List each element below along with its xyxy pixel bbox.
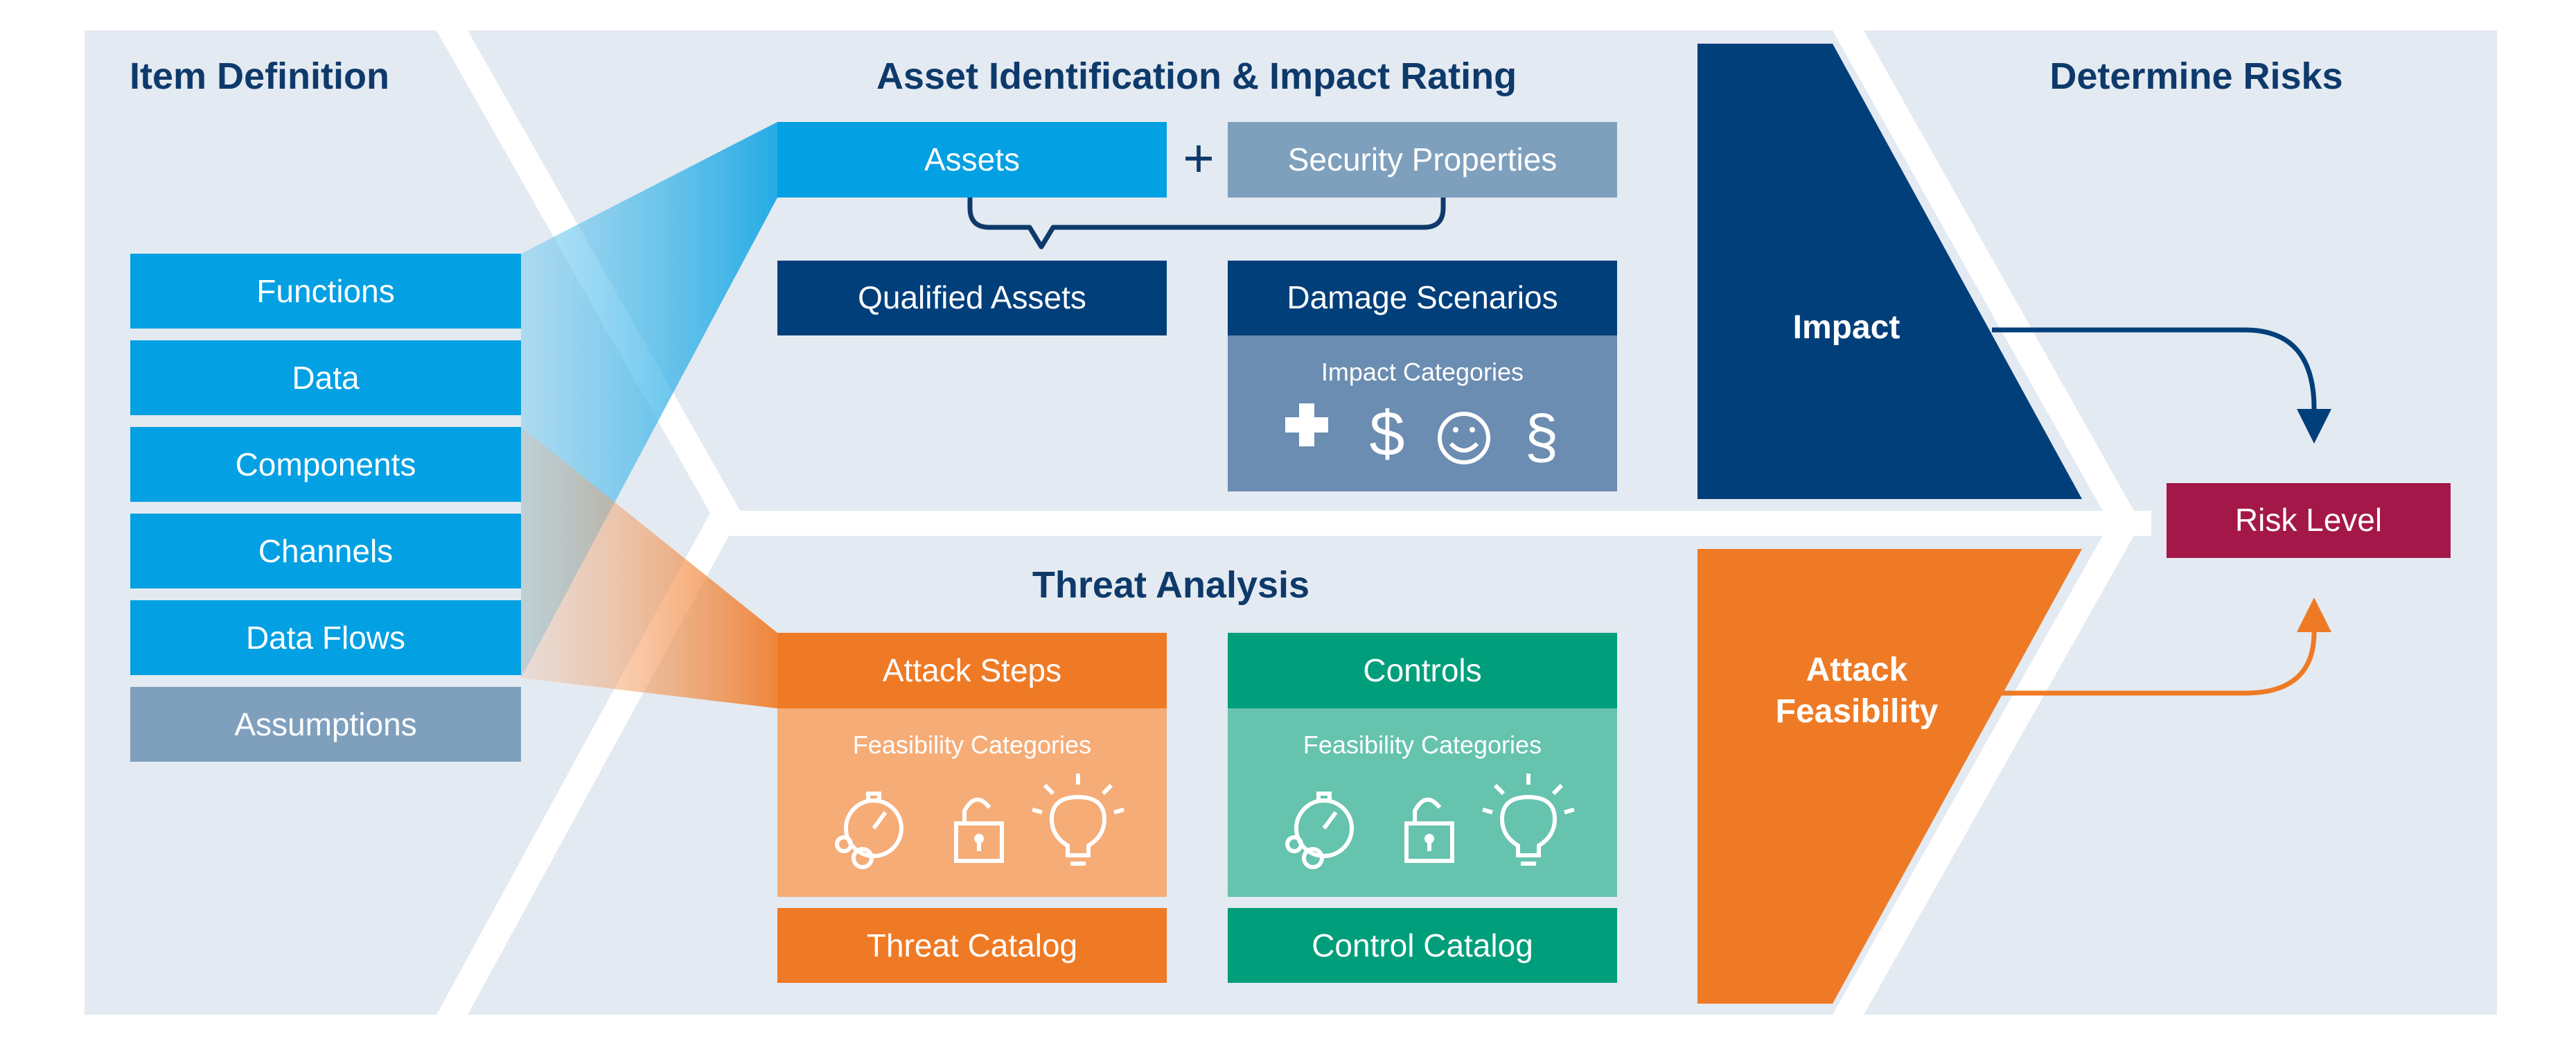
- impact-arrow-head: [2297, 409, 2331, 444]
- lightbulb-icon: [1032, 774, 1124, 866]
- divider-band-lower-right: [1833, 523, 2141, 1015]
- impact-categories-label: Impact Categories: [1321, 358, 1524, 386]
- attack-feasibility-label-line2: Feasibility: [1776, 693, 1939, 730]
- section-title-determine-risks: Determine Risks: [2049, 55, 2343, 97]
- threat-catalog-label: Threat Catalog: [867, 927, 1077, 963]
- qualified-assets-box[interactable]: [777, 261, 1167, 335]
- padlock-icon: [954, 797, 1004, 863]
- controls-box[interactable]: [1228, 633, 1617, 708]
- risk-level-box[interactable]: [2167, 483, 2451, 558]
- stopwatch-gears-icon: [835, 792, 903, 869]
- impact-label: Impact: [1793, 309, 1900, 346]
- attack-feasibility-label-line1: Attack: [1806, 652, 1908, 688]
- connector-fan-to-attack-steps: [521, 427, 777, 708]
- padlock-icon: [1404, 797, 1454, 863]
- speech-brace-connector: [967, 198, 1446, 250]
- controls-feasibility-categories-label: Feasibility Categories: [1303, 731, 1542, 759]
- assets-label: Assets: [924, 141, 1020, 177]
- control-catalog-label: Control Catalog: [1312, 927, 1533, 963]
- control-catalog-box[interactable]: [1228, 908, 1617, 983]
- stopwatch-gears-icon: [1285, 792, 1354, 869]
- attack-steps-box[interactable]: [777, 633, 1167, 708]
- item-box-components[interactable]: [130, 427, 521, 502]
- section-title-item-definition: Item Definition: [130, 55, 389, 97]
- assets-box[interactable]: [777, 122, 1167, 198]
- risk-level-label: Risk Level: [2235, 502, 2382, 538]
- qualified-assets-label: Qualified Assets: [858, 279, 1086, 315]
- item-label-functions: Functions: [256, 273, 394, 309]
- threat-catalog-box[interactable]: [777, 908, 1167, 983]
- attack-feasibility-categories-label: Feasibility Categories: [853, 731, 1091, 759]
- divider-band-upper-right: [1833, 30, 2141, 523]
- impact-categories-panel: [1228, 335, 1617, 491]
- damage-scenarios-box[interactable]: [1228, 261, 1617, 335]
- item-box-assumptions[interactable]: [130, 687, 521, 762]
- plus-sign: +: [1183, 128, 1215, 189]
- section-sign-icon: §: [1525, 402, 1559, 471]
- impact-trapezoid: [1697, 44, 2082, 499]
- dollar-icon: $: [1369, 399, 1404, 469]
- section-title-asset-identification: Asset Identification & Impact Rating: [876, 55, 1517, 97]
- item-label-data-flows: Data Flows: [246, 620, 405, 656]
- item-box-data[interactable]: [130, 340, 521, 415]
- feasibility-arrow-head: [2297, 597, 2331, 632]
- impact-arrow-line: [1992, 327, 2317, 410]
- damage-scenarios-label: Damage Scenarios: [1287, 279, 1558, 315]
- attack-feasibility-trapezoid: [1697, 549, 2082, 1004]
- item-label-assumptions: Assumptions: [234, 706, 416, 742]
- feasibility-arrow-line: [1997, 631, 2317, 696]
- security-properties-box[interactable]: [1228, 122, 1617, 198]
- lightbulb-icon: [1482, 774, 1575, 866]
- attack-steps-label: Attack Steps: [883, 652, 1061, 688]
- item-label-components: Components: [236, 446, 416, 482]
- item-label-channels: Channels: [258, 533, 393, 569]
- controls-label: Controls: [1363, 652, 1481, 688]
- item-label-data: Data: [292, 360, 360, 396]
- item-box-functions[interactable]: [130, 254, 521, 329]
- item-box-channels[interactable]: [130, 514, 521, 588]
- safety-cross-icon: [1285, 403, 1328, 446]
- item-box-data-flows[interactable]: [130, 600, 521, 675]
- security-properties-label: Security Properties: [1288, 141, 1558, 177]
- smiley-icon: [1438, 412, 1490, 464]
- divider-band-middle: [710, 511, 2151, 536]
- section-title-threat-analysis: Threat Analysis: [1032, 564, 1309, 606]
